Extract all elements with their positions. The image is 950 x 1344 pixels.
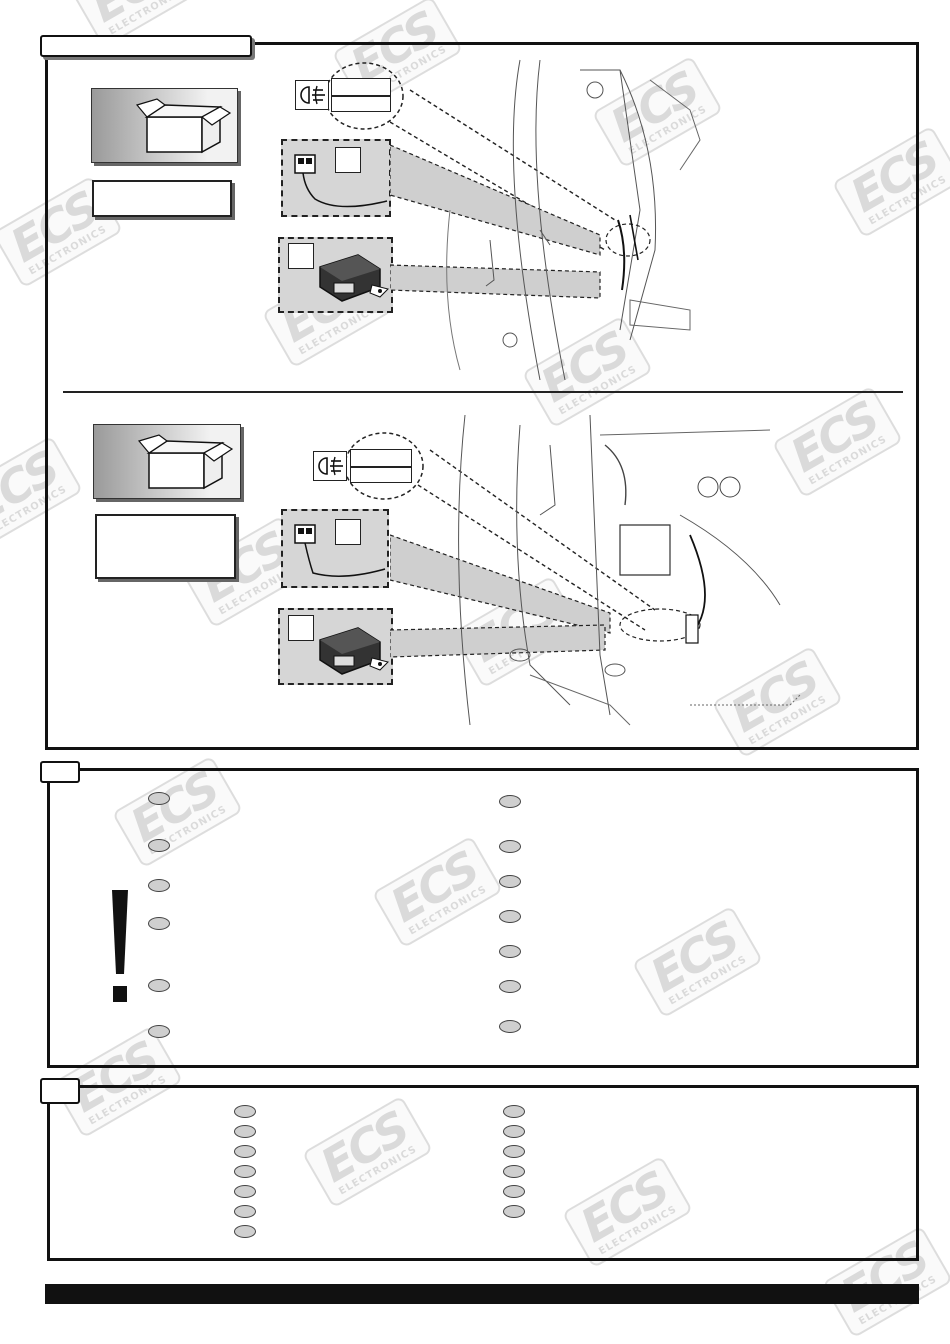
- exclamation-shape: [112, 890, 128, 1002]
- note-bullet: [148, 879, 170, 892]
- box-icon: [137, 434, 234, 490]
- legend-bullet: [503, 1105, 525, 1118]
- note-bullet: [499, 980, 521, 993]
- rear-fog-light-icon: [318, 456, 343, 476]
- callout-number-box: [288, 615, 314, 641]
- rear-fog-light-badge-top: [295, 80, 329, 110]
- note-bullet: [499, 910, 521, 923]
- rear-fog-light-badge-bottom: [313, 451, 347, 481]
- notes-frame: [47, 768, 919, 1068]
- legend-tab: [40, 1078, 80, 1104]
- fog-label-top: [331, 78, 391, 112]
- callout-number-box: [288, 243, 314, 269]
- vehicle-interior-sketch-top: [390, 59, 701, 380]
- box-icon: [135, 98, 232, 154]
- note-bullet: [148, 917, 170, 930]
- callout-number-box: [335, 519, 361, 545]
- legend-bullet: [234, 1105, 256, 1118]
- legend-bullet: [503, 1205, 525, 1218]
- watermark-brand: ECS: [82, 0, 188, 33]
- note-bullet: [148, 1025, 170, 1038]
- legend-bullet: [234, 1225, 256, 1238]
- note-bullet: [499, 795, 521, 808]
- note-bullet: [148, 979, 170, 992]
- footer-bar: [45, 1284, 919, 1304]
- legend-bullet: [503, 1165, 525, 1178]
- note-bullet: [499, 945, 521, 958]
- kit-label-box-bottom: [95, 514, 236, 579]
- legend-bullet: [234, 1185, 256, 1198]
- fog-label-bottom: [350, 449, 412, 483]
- connector-icon: [294, 154, 388, 208]
- note-bullet: [499, 1020, 521, 1033]
- legend-bullet: [234, 1125, 256, 1138]
- module-panel-bottom: [278, 608, 393, 685]
- control-module-icon: [319, 627, 389, 675]
- notes-tab: [40, 761, 80, 783]
- note-bullet: [499, 875, 521, 888]
- legend-bullet: [234, 1165, 256, 1178]
- control-module-icon: [319, 254, 389, 302]
- kit-box-panel-bottom: [93, 424, 241, 499]
- legend-bullet: [503, 1145, 525, 1158]
- kit-label-box-top: [92, 180, 232, 217]
- vehicle-interior-sketch-bottom: [390, 414, 801, 726]
- exclamation-icon: [110, 890, 130, 1006]
- legend-bullet: [503, 1185, 525, 1198]
- legend-bullet: [234, 1205, 256, 1218]
- legend-frame: [47, 1085, 919, 1261]
- rear-fog-light-icon: [300, 85, 325, 105]
- note-bullet: [148, 792, 170, 805]
- note-bullet: [148, 839, 170, 852]
- section-divider: [63, 391, 903, 393]
- diagram-title-tab: [40, 35, 252, 57]
- connector-icon: [294, 524, 386, 577]
- note-bullet: [499, 840, 521, 853]
- kit-box-panel-top: [91, 88, 238, 163]
- legend-bullet: [503, 1125, 525, 1138]
- diagram-frame: [45, 42, 919, 750]
- callout-number-box: [335, 147, 361, 173]
- watermark-subtitle: ELECTRONICS: [107, 0, 190, 38]
- legend-bullet: [234, 1145, 256, 1158]
